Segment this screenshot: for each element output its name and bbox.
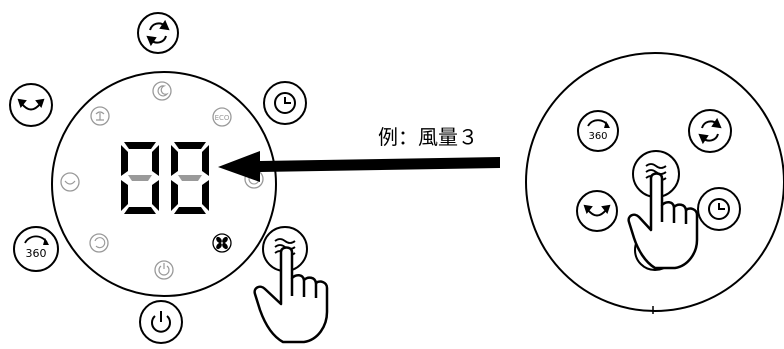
eco-indicator: ECO bbox=[212, 107, 232, 127]
fan-indicator bbox=[212, 233, 232, 253]
swing-button[interactable] bbox=[576, 190, 618, 232]
display-digit-2 bbox=[171, 142, 209, 214]
display-digits-value: 88 bbox=[0, 0, 2, 1]
timer-icon bbox=[274, 92, 296, 114]
seven-segment-display: 88 bbox=[0, 0, 209, 214]
display-digit-1 bbox=[121, 142, 159, 214]
swing-icon bbox=[583, 204, 611, 217]
oscillation-icon bbox=[698, 117, 722, 145]
rotate-360-label: 360 bbox=[588, 131, 607, 142]
right-control-panel: 360 bbox=[525, 52, 784, 314]
natural-wind-indicator-icon bbox=[95, 111, 105, 121]
power-icon bbox=[151, 311, 171, 333]
power-button[interactable] bbox=[139, 300, 183, 344]
pointing-hand-icon bbox=[627, 172, 699, 270]
control-panel-ring bbox=[51, 71, 277, 297]
eco-indicator-label: ECO bbox=[215, 114, 230, 122]
rotate-360-label: 360 bbox=[26, 247, 47, 260]
swing-indicator bbox=[60, 172, 80, 192]
timer-icon bbox=[708, 198, 730, 220]
swing-icon bbox=[17, 98, 45, 111]
oscillation-icon bbox=[146, 19, 170, 47]
left-control-panel: 88 ECO bbox=[0, 0, 329, 344]
rotate-360-indicator-icon bbox=[94, 237, 106, 249]
pointing-hand-icon bbox=[253, 246, 329, 344]
timer-button[interactable] bbox=[263, 81, 307, 125]
oscillation-button[interactable] bbox=[137, 12, 179, 54]
rotate-360-indicator bbox=[89, 233, 109, 253]
timer-button[interactable] bbox=[697, 187, 741, 231]
swing-indicator-icon bbox=[64, 180, 76, 185]
example-caption: 例：風量３ bbox=[378, 125, 478, 149]
rotate-360-icon: 360 bbox=[587, 119, 610, 142]
natural-wind-indicator bbox=[90, 106, 110, 126]
example-arrow bbox=[218, 151, 500, 182]
power-indicator-icon bbox=[158, 263, 170, 276]
sleep-mode-icon bbox=[157, 85, 169, 97]
rotate-360-button[interactable]: 360 bbox=[577, 110, 619, 152]
sleep-mode-indicator bbox=[152, 81, 172, 101]
swing-button[interactable] bbox=[9, 83, 53, 127]
power-indicator bbox=[154, 260, 174, 280]
oscillation-button[interactable] bbox=[688, 109, 732, 153]
rotate-360-icon: 360 bbox=[24, 235, 49, 260]
rotate-360-button[interactable]: 360 bbox=[13, 226, 59, 272]
fan-indicator-icon bbox=[216, 236, 228, 250]
